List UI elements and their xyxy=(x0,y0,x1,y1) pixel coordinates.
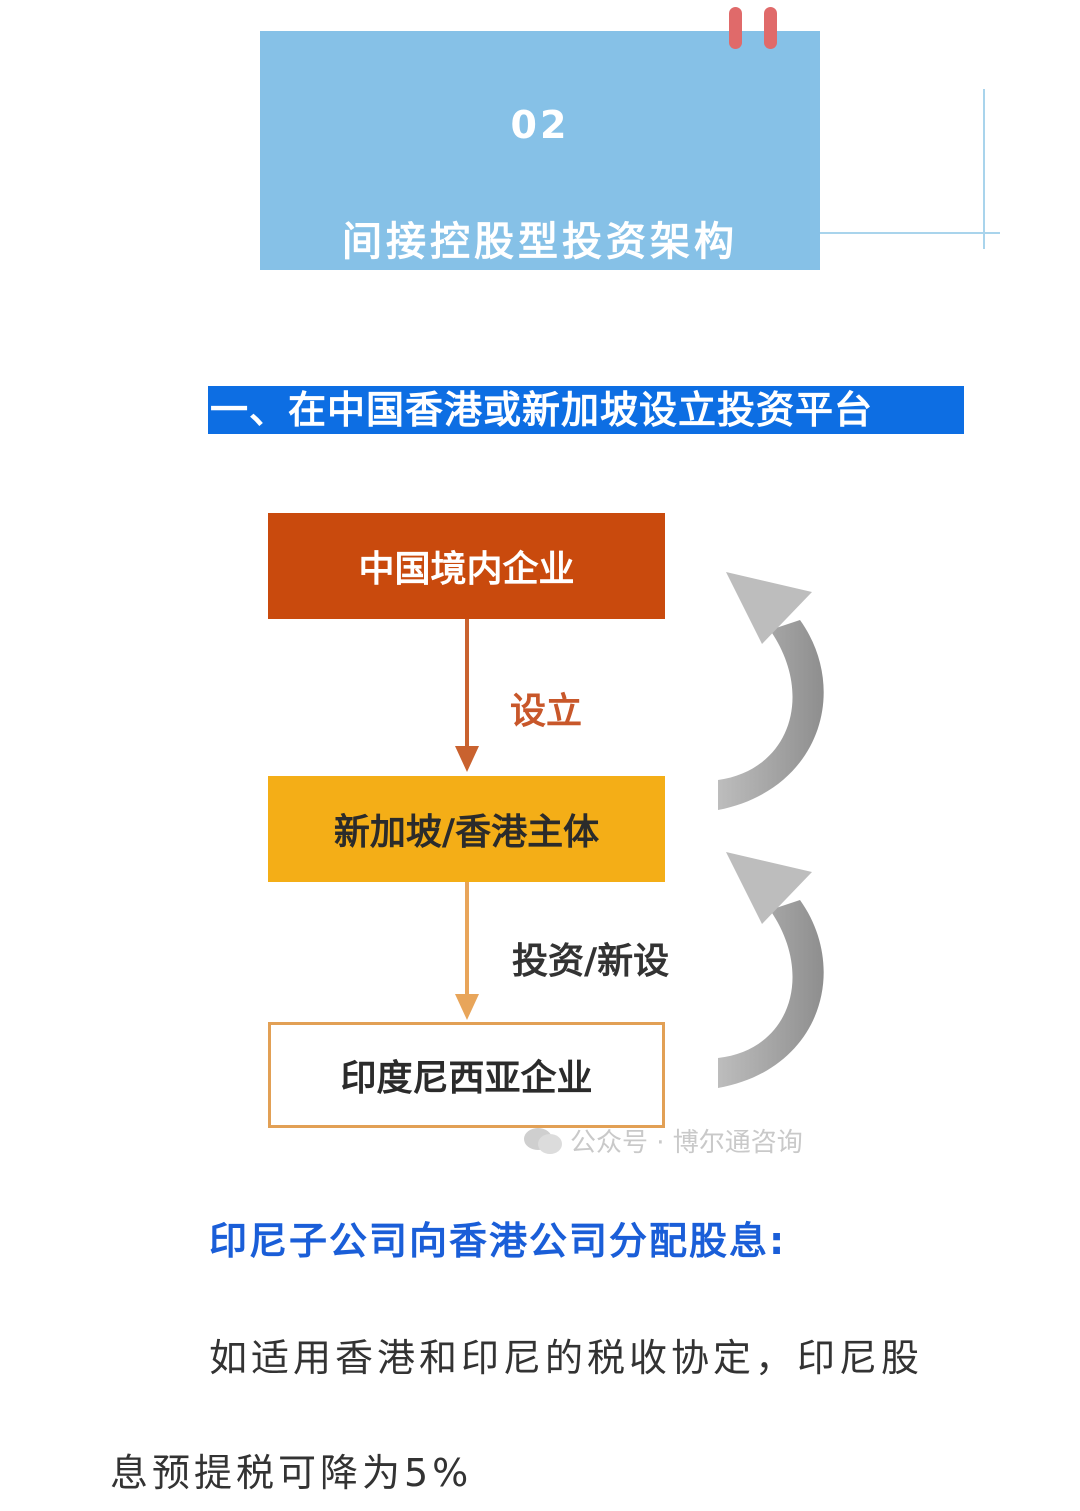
curved-arrow-up-icon xyxy=(718,852,824,1088)
header-title: 间接控股型投资架构 xyxy=(342,219,738,265)
paragraph-line: 息预提税可降为5% xyxy=(110,1451,473,1495)
node-china-enterprise: 中国境内企业 xyxy=(268,513,665,619)
edge-label-invest: 投资/新设 xyxy=(512,941,670,982)
decor-line-horizontal xyxy=(820,232,1000,234)
header-card: 02 间接控股型投资架构 xyxy=(260,31,820,270)
dividend-subheading: 印尼子公司向香港公司分配股息: xyxy=(209,1219,787,1263)
watermark-text: 公众号 · 博尔通咨询 xyxy=(570,1128,803,1158)
bookmark-ribbon-left xyxy=(729,7,742,49)
arrow-down-icon xyxy=(455,619,479,772)
paragraph-line: 如适用香港和印尼的税收协定，印尼股 xyxy=(209,1336,924,1380)
watermark: 公众号 · 博尔通咨询 xyxy=(522,1122,803,1159)
header-number: 02 xyxy=(510,103,570,147)
decor-line-vertical xyxy=(983,89,985,249)
node-indonesia-enterprise: 印度尼西亚企业 xyxy=(268,1022,665,1128)
diagram-connectors xyxy=(455,572,824,1088)
section-heading: 一、在中国香港或新加坡设立投资平台 xyxy=(208,386,964,434)
bookmark-ribbon-right xyxy=(764,7,777,49)
arrow-down-icon xyxy=(455,882,479,1020)
node-sg-hk-entity: 新加坡/香港主体 xyxy=(268,776,665,882)
edge-label-establish: 设立 xyxy=(510,691,583,732)
wechat-icon xyxy=(524,1127,562,1154)
curved-arrow-up-icon xyxy=(718,572,824,810)
investment-structure-diagram: 中国境内企业 设立 新加坡/香港主体 投资/新设 印度尼西亚企业 公众号 · 博… xyxy=(0,480,1080,1180)
